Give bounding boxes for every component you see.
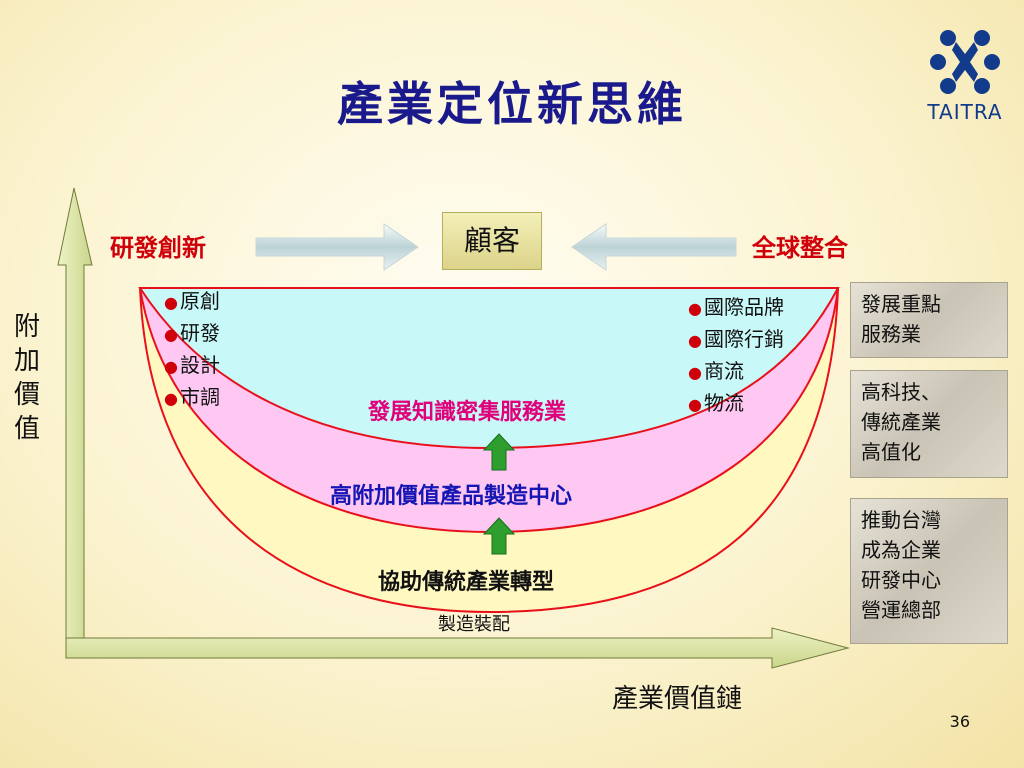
side-box-rd-center: 推動台灣 成為企業 研發中心 營運總部	[850, 498, 1008, 644]
list-item: 商流	[688, 356, 784, 388]
side-box-line: 高值化	[861, 440, 921, 464]
left-bullet-list: 原創 研發 設計 市調	[164, 286, 220, 414]
list-item: 研發	[164, 318, 220, 350]
side-box-line: 發展重點	[861, 292, 941, 316]
list-item: 物流	[688, 388, 784, 420]
layer-bottom-label: 協助傳統產業轉型	[378, 569, 555, 595]
side-box-line: 成為企業	[861, 538, 941, 562]
page-number: 36	[949, 712, 970, 731]
logo-text: TAITRA	[927, 100, 1003, 124]
side-box-line: 高科技、	[861, 380, 941, 404]
left-arrow	[255, 223, 419, 271]
side-box-line: 研發中心	[861, 568, 941, 592]
global-integration-label: 全球整合	[752, 233, 848, 262]
side-box-line: 營運總部	[861, 598, 941, 622]
side-box-line: 傳統產業	[861, 410, 941, 434]
list-item: 市調	[164, 382, 220, 414]
side-box-line: 推動台灣	[861, 508, 941, 532]
layer-middle-label: 高附加價值產品製造中心	[330, 483, 573, 509]
list-item: 設計	[164, 350, 220, 382]
y-axis-label: 附加價值	[13, 312, 40, 444]
customer-box: 顧客	[442, 212, 542, 270]
side-box-service: 發展重點 服務業	[850, 282, 1008, 358]
list-item: 國際行銷	[688, 324, 784, 356]
side-box-line: 服務業	[861, 322, 921, 346]
layer-top-label: 發展知識密集服務業	[368, 399, 567, 425]
taitra-logo-icon	[930, 30, 1000, 94]
right-arrow	[571, 223, 737, 271]
side-box-hightech: 高科技、 傳統產業 高值化	[850, 370, 1008, 478]
x-axis-arrow	[65, 627, 850, 669]
up-arrow-upper	[482, 433, 516, 471]
list-item: 原創	[164, 286, 220, 318]
list-item: 國際品牌	[688, 292, 784, 324]
page-title: 產業定位新思維	[337, 77, 687, 131]
x-axis-label: 產業價值鏈	[612, 684, 743, 714]
layer-base-label: 製造裝配	[438, 614, 510, 635]
y-axis-arrow	[57, 187, 93, 649]
right-bullet-list: 國際品牌 國際行銷 商流 物流	[688, 292, 784, 420]
up-arrow-lower	[482, 517, 516, 555]
rd-innovation-label: 研發創新	[110, 233, 206, 262]
